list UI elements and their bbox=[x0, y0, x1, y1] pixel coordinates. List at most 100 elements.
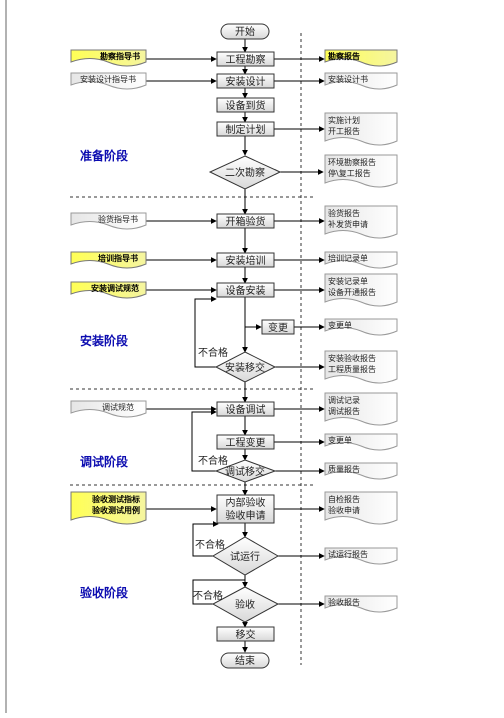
svg-text:设备开通报告: 设备开通报告 bbox=[328, 287, 376, 297]
svg-text:安装培训: 安装培训 bbox=[226, 254, 266, 267]
decision-install-handover: 安装移交 bbox=[214, 351, 277, 383]
svg-text:培训记录单: 培训记录单 bbox=[328, 253, 368, 263]
svg-text:勘察报告: 勘察报告 bbox=[328, 51, 360, 61]
process-change: 变更 bbox=[261, 319, 295, 335]
fail-label-install: 不合格 bbox=[198, 346, 228, 359]
svg-text:安装设计: 安装设计 bbox=[226, 75, 266, 88]
output-doc-quality-report: 质量报告 bbox=[324, 462, 398, 480]
process-internal-acceptance: 内部验收 验收申请 bbox=[216, 494, 275, 524]
stage-label-install: 安装阶段 bbox=[80, 333, 129, 348]
input-doc-install-debug-spec: 安装调试规范 bbox=[70, 281, 147, 299]
decision-trial-run: 试运行 bbox=[212, 536, 280, 576]
svg-text:验收测试用例: 验收测试用例 bbox=[92, 505, 140, 515]
svg-text:调试记录: 调试记录 bbox=[328, 395, 360, 405]
svg-text:安装设计指导书: 安装设计指导书 bbox=[80, 74, 136, 84]
svg-text:开工报告: 开工报告 bbox=[328, 126, 360, 136]
svg-text:变更: 变更 bbox=[268, 321, 288, 334]
svg-text:移交: 移交 bbox=[236, 628, 256, 641]
svg-text:安装调试规范: 安装调试规范 bbox=[91, 283, 139, 293]
input-doc-install-design-guide: 安装设计指导书 bbox=[70, 72, 147, 90]
output-doc-inspection-report: 验货报告 补发货申请 bbox=[324, 205, 398, 239]
process-install-design: 安装设计 bbox=[216, 73, 275, 89]
svg-text:二次勘察: 二次勘察 bbox=[225, 166, 265, 179]
input-doc-acceptance-test: 验收测试指标 验收测试用例 bbox=[70, 491, 147, 525]
svg-text:开箱验货: 开箱验货 bbox=[226, 215, 266, 228]
svg-text:验收申请: 验收申请 bbox=[328, 505, 360, 515]
svg-text:变更单: 变更单 bbox=[328, 435, 352, 445]
process-handover: 移交 bbox=[216, 626, 275, 642]
decision-acceptance: 验收 bbox=[211, 586, 280, 623]
output-doc-install-design: 安装设计书 bbox=[324, 72, 398, 90]
svg-text:自检报告: 自检报告 bbox=[328, 494, 360, 504]
svg-text:验收: 验收 bbox=[235, 598, 255, 611]
stage-label-debug: 调试阶段 bbox=[80, 454, 129, 469]
svg-text:试运行报告: 试运行报告 bbox=[328, 549, 368, 559]
output-doc-acceptance-report: 验收报告 bbox=[324, 595, 398, 613]
svg-text:勘察指导书: 勘察指导书 bbox=[100, 51, 140, 61]
output-doc-plan-report: 实施计划 开工报告 bbox=[324, 112, 398, 146]
process-equipment-install: 设备安装 bbox=[216, 282, 275, 298]
output-doc-debug-record: 调试记录 调试报告 bbox=[324, 392, 398, 426]
svg-text:验货报告: 验货报告 bbox=[328, 208, 360, 218]
svg-text:安装移交: 安装移交 bbox=[225, 361, 265, 374]
svg-text:变更单: 变更单 bbox=[328, 320, 352, 330]
svg-text:安装验收报告: 安装验收报告 bbox=[328, 353, 376, 363]
svg-text:设备调试: 设备调试 bbox=[226, 403, 266, 416]
output-doc-self-inspection: 自检报告 验收申请 bbox=[324, 491, 398, 525]
output-doc-trial-run-report: 试运行报告 bbox=[324, 547, 398, 565]
svg-text:设备安装: 设备安装 bbox=[226, 284, 266, 297]
svg-text:工程变更: 工程变更 bbox=[226, 436, 266, 449]
input-doc-survey-guide: 勘察指导书 bbox=[70, 49, 147, 67]
output-doc-change-form-2: 变更单 bbox=[324, 433, 398, 451]
decision-debug-handover: 调试移交 bbox=[214, 459, 277, 483]
input-doc-training-guide: 培训指导书 bbox=[70, 251, 147, 269]
decision-second-survey: 二次勘察 bbox=[208, 155, 282, 190]
process-site-survey: 工程勘察 bbox=[216, 51, 275, 67]
svg-text:开始: 开始 bbox=[235, 25, 255, 38]
process-engineering-change: 工程变更 bbox=[216, 434, 275, 450]
stage-label-prep: 准备阶段 bbox=[80, 148, 129, 163]
svg-text:安装设计书: 安装设计书 bbox=[328, 74, 368, 84]
process-equipment-debug: 设备调试 bbox=[216, 401, 275, 417]
process-unpack-inspect: 开箱验货 bbox=[216, 213, 275, 229]
svg-text:调试规范: 调试规范 bbox=[102, 402, 134, 412]
svg-text:验收测试指标: 验收测试指标 bbox=[92, 494, 140, 504]
start-terminator: 开始 bbox=[220, 23, 270, 40]
fail-label-debug: 不合格 bbox=[198, 454, 228, 467]
end-terminator: 结束 bbox=[220, 652, 270, 669]
output-doc-install-acceptance: 安装验收报告 工程质量报告 bbox=[324, 350, 398, 384]
svg-text:验货指导书: 验货指导书 bbox=[98, 214, 138, 224]
output-doc-survey-report: 勘察报告 bbox=[324, 49, 398, 67]
svg-text:调试报告: 调试报告 bbox=[328, 406, 360, 416]
svg-text:工程勘察: 工程勘察 bbox=[226, 53, 266, 66]
output-doc-training-record: 培训记录单 bbox=[324, 251, 398, 269]
svg-text:培训指导书: 培训指导书 bbox=[98, 253, 138, 263]
output-doc-install-record: 安装记录单 设备开通报告 bbox=[324, 273, 398, 307]
svg-text:验收报告: 验收报告 bbox=[328, 597, 360, 607]
svg-text:安装记录单: 安装记录单 bbox=[328, 276, 368, 286]
svg-text:补发货申请: 补发货申请 bbox=[328, 219, 368, 229]
fail-label-acceptance: 不合格 bbox=[193, 589, 223, 602]
svg-text:制定计划: 制定计划 bbox=[226, 123, 266, 136]
output-doc-change-form-1: 变更单 bbox=[324, 318, 398, 336]
svg-text:工程质量报告: 工程质量报告 bbox=[328, 364, 376, 374]
svg-text:调试移交: 调试移交 bbox=[225, 465, 265, 478]
svg-text:结束: 结束 bbox=[235, 654, 255, 667]
process-install-training: 安装培训 bbox=[216, 252, 275, 268]
svg-text:环境勘察报告: 环境勘察报告 bbox=[328, 157, 376, 167]
stage-label-acceptance: 验收阶段 bbox=[80, 585, 129, 600]
svg-text:内部验收: 内部验收 bbox=[226, 496, 266, 509]
fail-label-trial: 不合格 bbox=[195, 538, 225, 551]
svg-text:验收申请: 验收申请 bbox=[226, 509, 266, 522]
svg-text:质量报告: 质量报告 bbox=[328, 464, 360, 474]
svg-text:设备到货: 设备到货 bbox=[226, 99, 266, 112]
svg-text:停\复工报告: 停\复工报告 bbox=[328, 168, 371, 178]
input-doc-inspection-guide: 验货指导书 bbox=[70, 212, 147, 230]
input-doc-debug-spec: 调试规范 bbox=[70, 400, 147, 418]
process-equipment-arrival: 设备到货 bbox=[216, 97, 275, 113]
process-make-plan: 制定计划 bbox=[216, 121, 275, 137]
svg-text:试运行: 试运行 bbox=[230, 550, 260, 563]
output-doc-environment-report: 环境勘察报告 停\复工报告 bbox=[324, 154, 398, 188]
